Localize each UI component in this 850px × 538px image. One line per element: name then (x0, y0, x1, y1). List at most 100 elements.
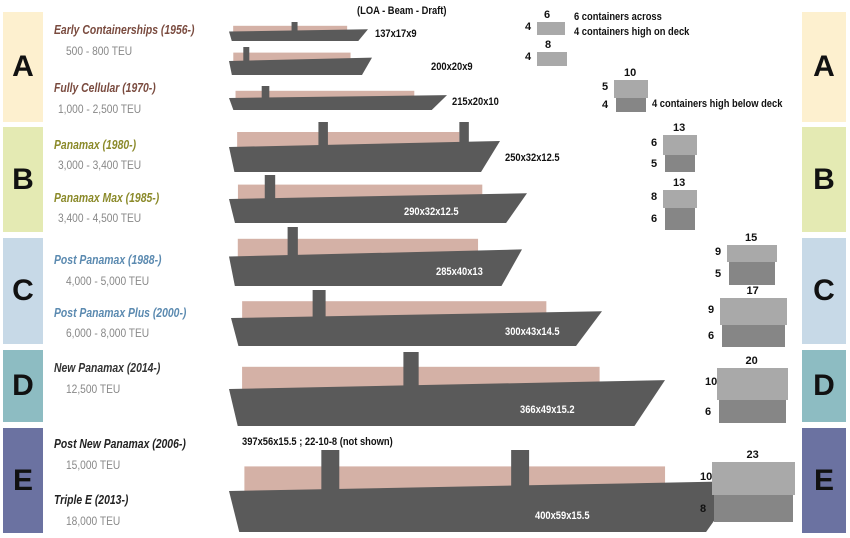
ship-dimensions: 290x32x12.5 (404, 206, 459, 218)
containers-across-label: 23 (746, 449, 759, 461)
ship-hull (229, 481, 742, 532)
below-deck-containers-box (719, 400, 786, 423)
containers-across-label: 6 (544, 9, 551, 21)
gen-title: New Panamax (2014-) (54, 360, 161, 375)
ship-hull (229, 141, 500, 172)
containers-across-label: 15 (745, 232, 758, 244)
ship-hull (229, 193, 527, 223)
gen-teu: 12,500 TEU (66, 382, 121, 396)
ship-superstructure (287, 227, 298, 258)
gen-title: Panamax Max (1985-) (54, 190, 160, 205)
deck-containers-box (537, 22, 565, 35)
gen-title: Triple E (2013-) (54, 492, 129, 507)
ship-superstructure (318, 122, 328, 148)
containers-across-label: 13 (673, 177, 686, 189)
containers-across-label: 13 (673, 122, 686, 134)
ship-dimensions: 137x17x9 (375, 28, 417, 40)
class-band-c-right: C (802, 238, 846, 344)
ship-superstructure (403, 352, 419, 390)
ship-dimensions: 285x40x13 (436, 266, 483, 278)
deck-containers-box (712, 462, 795, 495)
gen-teu: 500 - 800 TEU (66, 44, 133, 58)
ship-superstructure (264, 175, 276, 200)
class-band-b-right: B (802, 127, 846, 232)
containers-below-deck-label: 4 (602, 99, 609, 111)
gen-title: Panamax (1980-) (54, 137, 137, 152)
ship-superstructure (321, 450, 340, 492)
gen-teu: 4,000 - 5,000 TEU (66, 274, 150, 288)
below-deck-containers-box (729, 262, 775, 285)
deck-containers-box (727, 245, 777, 262)
gen-title: Early Containerships (1956-) (54, 22, 195, 37)
class-band-e-right: E (802, 428, 846, 533)
containers-below-deck-label: 8 (700, 502, 707, 515)
containers-below-deck-label: 5 (651, 157, 658, 170)
containers-below-deck-label: 6 (705, 405, 712, 418)
containers-on-deck-label: 8 (651, 191, 658, 203)
below-deck-containers-box (665, 155, 695, 172)
legend-header: (LOA - Beam - Draft) (357, 5, 447, 17)
class-band-a-right: A (802, 12, 846, 122)
containers-on-deck-label: 6 (651, 137, 658, 149)
ship-hull (229, 29, 368, 41)
below-deck-containers-box (616, 98, 646, 112)
gen-title: Post Panamax (1988-) (54, 252, 162, 267)
gen-teu: 6,000 - 8,000 TEU (66, 326, 150, 340)
ship-dimensions: 300x43x14.5 (505, 326, 560, 338)
ship-dimensions: 200x20x9 (431, 61, 473, 73)
ship-dimensions: 250x32x12.5 (505, 152, 560, 164)
below-deck-containers-box (722, 325, 785, 347)
deck-containers-box (537, 52, 567, 66)
ship-dimensions: 215x20x10 (452, 96, 499, 108)
containers-across-label: 8 (545, 39, 552, 51)
gen-title: Post New Panamax (2006-) (54, 436, 186, 451)
containers-on-deck-label: 4 (525, 20, 532, 33)
containers-across-label: 17 (746, 285, 759, 297)
containers-on-deck-label: 5 (602, 81, 609, 93)
class-band-d-left: D (3, 350, 43, 422)
containers-below-deck-label: 6 (651, 213, 658, 225)
ship-superstructure (312, 290, 326, 319)
containers-across-label: 20 (745, 355, 758, 367)
containers-on-deck-label: 9 (715, 245, 722, 258)
deck-containers-box (663, 135, 697, 155)
gen-teu: 15,000 TEU (66, 458, 121, 472)
gen-title: Fully Cellular (1970-) (54, 80, 156, 95)
deck-cargo (235, 90, 415, 98)
ship-hull (229, 380, 665, 426)
ship-superstructure (459, 122, 469, 148)
ship-superstructure (291, 22, 298, 33)
gen-title: Post Panamax Plus (2000-) (54, 305, 187, 320)
deck-containers-box (717, 368, 788, 400)
class-band-d-right: D (802, 350, 846, 422)
ship-superstructure (511, 450, 530, 492)
deck-cargo (233, 52, 351, 61)
class-band-b-left: B (3, 127, 43, 232)
deck-containers-box (720, 298, 787, 325)
containers-on-deck-label: 10 (700, 470, 713, 483)
below-deck-containers-box (665, 208, 695, 230)
legend-across: 6 containers across (574, 11, 662, 23)
containers-below-deck-label: 6 (708, 330, 715, 342)
ship-hull (229, 95, 447, 110)
legend-high-on-deck: 4 containers high on deck (574, 26, 690, 38)
ship-superstructure (261, 86, 270, 99)
gen-teu: 18,000 TEU (66, 514, 121, 528)
deck-containers-box (663, 190, 697, 208)
containers-across-label: 10 (624, 67, 637, 79)
containers-on-deck-label: 4 (525, 51, 532, 63)
gen-teu: 3,000 - 3,400 TEU (58, 158, 142, 172)
containers-below-deck-label: 5 (715, 267, 722, 280)
deck-containers-box (614, 80, 648, 98)
gen-teu: 1,000 - 2,500 TEU (58, 102, 142, 116)
legend-below-deck: 4 containers high below deck (652, 98, 783, 110)
gen-teu: 3,400 - 4,500 TEU (58, 211, 142, 225)
ship-superstructure (243, 47, 250, 62)
ship-dimensions-not-shown: 397x56x15.5 ; 22-10-8 (not shown) (242, 436, 393, 448)
ship-hull (229, 57, 372, 75)
class-band-c-left: C (3, 238, 43, 344)
containers-on-deck-label: 10 (705, 376, 718, 388)
class-band-a-left: A (3, 12, 43, 122)
containers-on-deck-label: 9 (708, 303, 715, 316)
